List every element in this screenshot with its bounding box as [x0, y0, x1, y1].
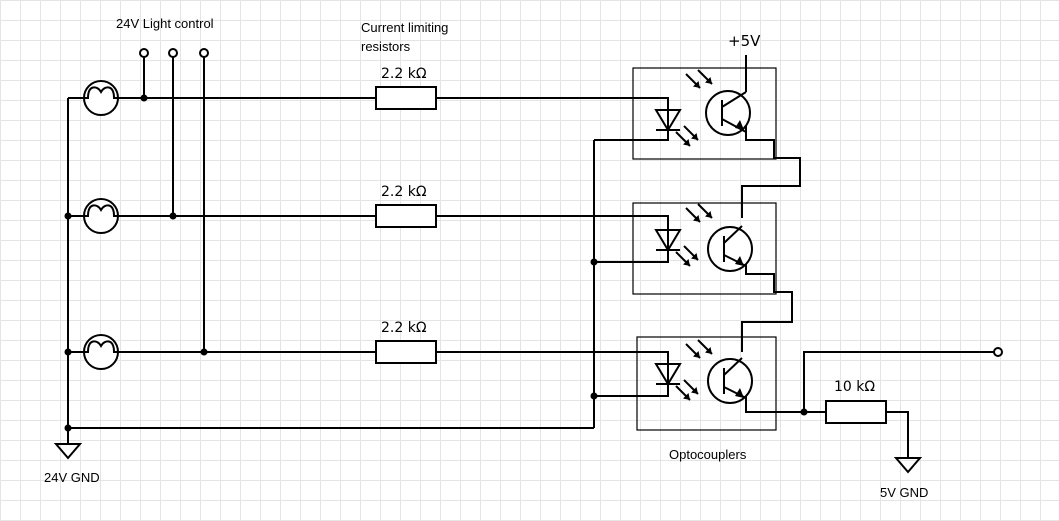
lamp-symbol — [83, 334, 119, 370]
junction-dot — [169, 212, 177, 220]
phototransistor-symbol — [705, 90, 751, 136]
led-symbol — [654, 360, 699, 401]
gnd-5v-label: 5V GND — [880, 485, 928, 500]
gnd-24v-label: 24V GND — [44, 470, 100, 485]
output-terminal — [993, 347, 1003, 357]
led-symbol — [654, 106, 699, 147]
pulldown-resistor — [825, 400, 887, 424]
vcc-label: +5V — [728, 32, 761, 50]
lamp-symbol — [83, 198, 119, 234]
terminals — [139, 48, 1003, 357]
control-terminal-3 — [199, 48, 209, 58]
light-control-label: 24V Light control — [116, 16, 214, 31]
resistor-3-value: 2.2 kΩ — [381, 320, 427, 336]
incoming-light-arrows — [685, 203, 713, 223]
junction-dot — [64, 424, 72, 432]
junction-dot — [140, 94, 148, 102]
control-terminal-1 — [139, 48, 149, 58]
optocoupler-3 — [636, 336, 777, 431]
wires — [67, 53, 996, 458]
lamps — [83, 80, 119, 370]
phototransistor-symbol — [707, 357, 753, 404]
resistor-2-value: 2.2 kΩ — [381, 184, 427, 200]
ground-symbol-5v — [893, 457, 923, 474]
resistors — [375, 86, 887, 424]
junctions — [64, 94, 808, 432]
phototransistor-symbol — [707, 225, 753, 272]
optocoupler-1 — [632, 67, 777, 160]
resistors-caption-line2: resistors — [361, 39, 411, 54]
led-symbol — [654, 226, 699, 267]
resistor-3 — [375, 340, 437, 364]
incoming-light-arrows — [685, 69, 713, 89]
lamp-symbol — [83, 80, 119, 116]
ground-symbol-24v — [53, 430, 83, 460]
resistor-2 — [375, 204, 437, 228]
junction-dot — [64, 348, 72, 356]
resistors-caption-line1: Current limiting — [361, 20, 448, 35]
resistor-1-value: 2.2 kΩ — [381, 66, 427, 82]
incoming-light-arrows — [685, 339, 713, 359]
junction-dot — [200, 348, 208, 356]
optocouplers-label: Optocouplers — [669, 447, 747, 462]
junction-dot — [590, 258, 598, 266]
pulldown-resistor-value: 10 kΩ — [834, 379, 875, 395]
junction-dot — [800, 408, 808, 416]
junction-dot — [64, 212, 72, 220]
junction-dot — [590, 392, 598, 400]
control-terminal-2 — [168, 48, 178, 58]
optocoupler-2 — [632, 202, 777, 295]
resistor-1 — [375, 86, 437, 110]
